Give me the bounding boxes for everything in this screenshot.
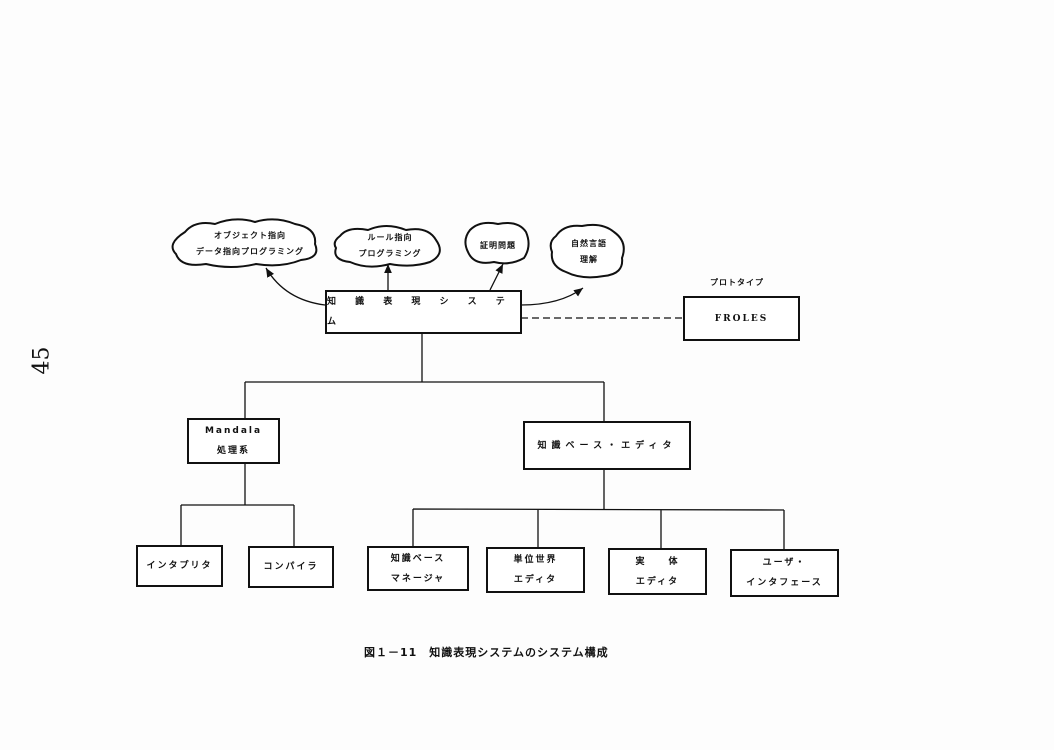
- text-line: 単位世界: [513, 555, 558, 565]
- cloud-oop: [171, 218, 318, 268]
- unit-world-editor-box: 単位世界 エディタ: [486, 547, 585, 593]
- text-line: 証明問題: [480, 241, 516, 250]
- froles-box: FROLES: [683, 296, 800, 341]
- froles-label: FROLES: [714, 313, 769, 324]
- kb-editor-box: 知識ベース・エディタ: [523, 421, 691, 470]
- kb-editor-label: 知識ベース・エディタ: [537, 440, 677, 451]
- cloud-nlu: [549, 223, 625, 279]
- text-line: プログラミング: [358, 249, 422, 258]
- text-line: Mandala: [204, 426, 263, 436]
- text-line: マネージャ: [390, 573, 446, 584]
- text-line: インタフェース: [746, 578, 823, 588]
- root-label: 知 識 表 現 シ ス テ ム: [327, 297, 513, 327]
- text-line: オブジェクト指向: [214, 231, 286, 240]
- text-line: 自然言語: [571, 239, 607, 248]
- text-line: データ指向プログラミング: [196, 247, 304, 256]
- prototype-caption: プロトタイプ: [710, 278, 764, 287]
- figure-caption: 図１－11 知識表現システムのシステム構成: [364, 646, 609, 659]
- cloud-proof-label: 証明問題: [468, 238, 528, 254]
- kb-manager-box: 知識ベース マネージャ: [367, 546, 469, 591]
- user-interface-box: ユーザ・ インタフェース: [730, 549, 839, 597]
- text-line: 知識ベース: [390, 553, 446, 564]
- root-box: 知 識 表 現 シ ス テ ム: [325, 290, 522, 334]
- interpreter-label: インタプリタ: [146, 561, 213, 571]
- interpreter-box: インタプリタ: [136, 545, 223, 587]
- text-line: 理解: [580, 255, 598, 264]
- text-line: エディタ: [513, 575, 558, 585]
- cloud-proof: [464, 221, 530, 265]
- text-line: エディタ: [635, 576, 680, 587]
- cloud-oop-label: オブジェクト指向 データ指向プログラミング: [190, 228, 310, 260]
- text-line: 処理系: [216, 446, 250, 456]
- entity-editor-box: 実 体 エディタ: [608, 548, 707, 595]
- text-line: ルール指向: [367, 233, 413, 242]
- compiler-label: コンパイラ: [263, 562, 319, 572]
- cloud-rule: [333, 225, 441, 268]
- text-line: ユーザ・: [762, 558, 807, 568]
- compiler-box: コンパイラ: [248, 546, 334, 588]
- text-line: 実 体: [635, 556, 680, 567]
- cloud-rule-label: ルール指向 プログラミング: [340, 230, 440, 262]
- handwritten-page-number: 45: [29, 346, 55, 375]
- cloud-nlu-label: 自然言語 理解: [553, 236, 625, 268]
- mandala-box: Mandala 処理系: [187, 418, 280, 464]
